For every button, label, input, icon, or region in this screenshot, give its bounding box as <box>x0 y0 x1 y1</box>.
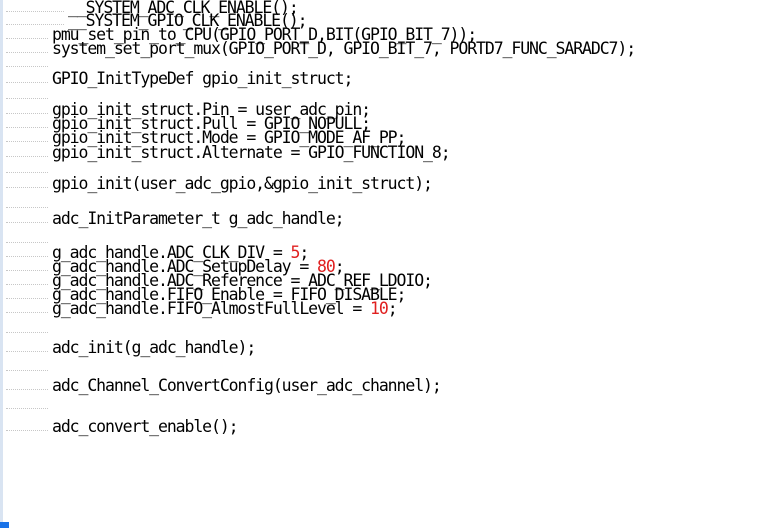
indent-guide <box>6 402 48 409</box>
code-line[interactable]: __SYSTEM_GPIO_CLK_ENABLE(); <box>6 11 308 30</box>
code-text: adc_init(g_adc_handle); <box>52 338 256 357</box>
indent-guide <box>6 5 64 12</box>
code-text: gpio_init_struct.Pull = GPIO_NOPULL; <box>52 114 371 133</box>
indent-guide <box>6 250 48 257</box>
code-line[interactable] <box>6 56 52 69</box>
code-text: __SYSTEM_ADC_CLK_ENABLE(); <box>68 0 299 17</box>
code-text: adc_InitParameter_t g_adc_handle; <box>52 209 345 228</box>
code-line[interactable]: gpio_init_struct.Alternate = GPIO_FUNCTI… <box>6 143 451 162</box>
numeric-literal: 10 <box>370 299 389 318</box>
code-line[interactable]: system_set_port_mux(GPIO_PORT_D, GPIO_BI… <box>6 39 636 58</box>
indent-guide <box>6 424 48 431</box>
indent-guide <box>6 364 48 371</box>
code-line[interactable]: adc_convert_enable(); <box>6 417 239 436</box>
code-text: g_adc_handle.ADC_Reference = ADC_REF_LDO… <box>52 271 433 290</box>
indent-guide <box>6 46 48 53</box>
code-text: adc_Channel_ConvertConfig(user_adc_chann… <box>52 376 442 395</box>
indent-guide <box>6 107 48 114</box>
indent-guide <box>6 201 48 208</box>
code-text: system_set_port_mux(GPIO_PORT_D, GPIO_BI… <box>52 39 636 58</box>
indent-guide <box>6 181 48 188</box>
code-line[interactable]: g_adc_handle.FIFO_Enable = FIFO_DISABLE; <box>6 285 406 304</box>
code-text-end: ; <box>334 257 345 276</box>
code-line[interactable]: gpio_init_struct.Pin = user_adc_pin; <box>6 100 371 119</box>
indent-guide <box>6 135 48 142</box>
cursor-marker <box>0 522 9 528</box>
indent-guide <box>6 92 48 99</box>
code-line[interactable] <box>6 232 52 245</box>
code-line[interactable]: __SYSTEM_ADC_CLK_ENABLE(); <box>6 0 299 17</box>
code-line[interactable]: adc_init(g_adc_handle); <box>6 338 256 357</box>
code-line[interactable]: GPIO_InitTypeDef gpio_init_struct; <box>6 69 353 88</box>
indent-guide <box>6 166 48 173</box>
code-line[interactable]: g_adc_handle.ADC_SetupDelay = 80; <box>6 257 345 276</box>
code-line[interactable] <box>6 398 52 411</box>
code-text: gpio_init_struct.Pin = user_adc_pin; <box>52 100 371 119</box>
indent-guide <box>6 236 48 243</box>
indent-guide <box>6 264 48 271</box>
indent-guide <box>6 345 48 352</box>
numeric-literal: 80 <box>317 257 336 276</box>
code-text: g_adc_handle.FIFO_AlmostFullLevel = <box>52 299 371 318</box>
indent-guide <box>6 60 48 67</box>
code-line[interactable] <box>6 197 52 210</box>
code-text: gpio_init_struct.Mode = GPIO_MODE_AF_PP; <box>52 128 406 147</box>
code-line[interactable]: gpio_init(user_adc_gpio,&gpio_init_struc… <box>6 174 433 193</box>
code-text: g_adc_handle.ADC_CLK_DIV = <box>52 243 291 262</box>
code-line[interactable]: adc_InitParameter_t g_adc_handle; <box>6 209 345 228</box>
code-text: GPIO_InitTypeDef gpio_init_struct; <box>52 69 353 88</box>
code-line[interactable]: adc_Channel_ConvertConfig(user_adc_chann… <box>6 376 442 395</box>
code-line[interactable]: g_adc_handle.ADC_CLK_DIV = 5; <box>6 243 309 262</box>
code-text: g_adc_handle.ADC_SetupDelay = <box>52 257 318 276</box>
code-text: g_adc_handle.FIFO_Enable = FIFO_DISABLE; <box>52 285 406 304</box>
code-text: gpio_init(user_adc_gpio,&gpio_init_struc… <box>52 174 433 193</box>
code-line[interactable]: g_adc_handle.ADC_Reference = ADC_REF_LDO… <box>6 271 433 290</box>
indent-guide <box>6 326 48 333</box>
code-line[interactable]: g_adc_handle.FIFO_AlmostFullLevel = 10; <box>6 299 398 318</box>
indent-guide <box>6 383 48 390</box>
code-line[interactable] <box>6 360 52 373</box>
indent-guide <box>6 306 48 313</box>
code-text-end: ; <box>387 299 398 318</box>
indent-guide <box>6 216 48 223</box>
code-line[interactable]: gpio_init_struct.Pull = GPIO_NOPULL; <box>6 114 371 133</box>
code-text-end: ; <box>299 243 309 262</box>
indent-guide <box>6 292 48 299</box>
indent-guide <box>6 150 48 157</box>
code-line[interactable]: gpio_init_struct.Mode = GPIO_MODE_AF_PP; <box>6 128 406 147</box>
indent-guide <box>6 76 48 83</box>
code-line[interactable] <box>6 88 52 101</box>
code-text: adc_convert_enable(); <box>52 417 239 436</box>
editor-gutter <box>0 0 3 528</box>
code-text: gpio_init_struct.Alternate = GPIO_FUNCTI… <box>52 143 451 162</box>
numeric-literal: 5 <box>290 243 301 262</box>
code-line[interactable] <box>6 322 52 335</box>
indent-guide <box>6 32 48 39</box>
code-line[interactable]: pmu_set_pin_to_CPU(GPIO_PORT_D,BIT(GPIO_… <box>6 25 477 44</box>
code-text: pmu_set_pin_to_CPU(GPIO_PORT_D,BIT(GPIO_… <box>52 25 477 44</box>
indent-guide <box>6 278 48 285</box>
code-text: __SYSTEM_GPIO_CLK_ENABLE(); <box>68 11 308 30</box>
code-line[interactable] <box>6 162 52 175</box>
indent-guide <box>6 121 48 128</box>
indent-guide <box>6 18 64 25</box>
